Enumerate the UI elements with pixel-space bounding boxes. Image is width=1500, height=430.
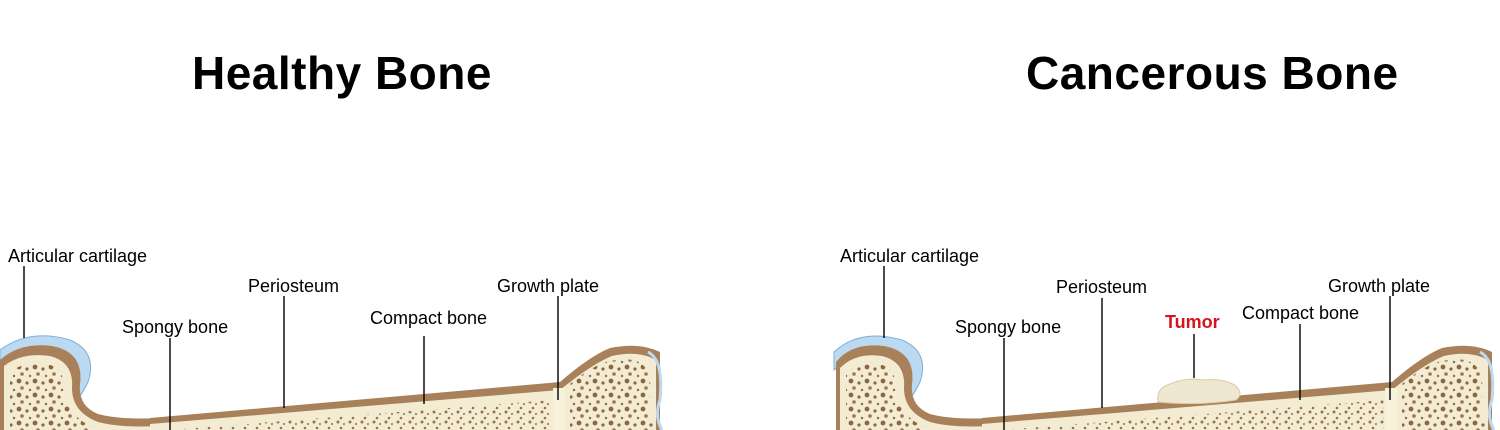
cancer-label-compact-bone: Compact bone	[1242, 303, 1360, 323]
healthy-label-periosteum: Periosteum	[248, 276, 340, 296]
cancer-label-tumor: Tumor	[1165, 312, 1220, 332]
cancerous-bone-title: Cancerous Bone	[1026, 47, 1399, 99]
healthy-label-growth-plate: Growth plate	[497, 276, 600, 296]
cancer-growth-plate	[1385, 388, 1397, 430]
healthy-bone-title: Healthy Bone	[192, 47, 492, 99]
tumor	[1157, 378, 1241, 405]
cancer-label-articular-cartilage: Articular cartilage	[840, 246, 980, 266]
healthy-spongy-bone-layer	[170, 400, 552, 430]
cancer-label-spongy-bone: Spongy bone	[955, 317, 1062, 337]
healthy-label-articular-cartilage: Articular cartilage	[8, 246, 148, 266]
healthy-label-spongy-bone: Spongy bone	[122, 317, 229, 337]
cancer-spongy-bone-layer	[1002, 400, 1384, 430]
healthy-growth-plate	[553, 388, 565, 430]
cancer-label-growth-plate: Growth plate	[1328, 276, 1431, 296]
cancer-label-periosteum: Periosteum	[1056, 277, 1148, 297]
healthy-bone-illustration	[0, 266, 664, 430]
healthy-label-compact-bone: Compact bone	[370, 308, 488, 328]
cancerous-bone-illustration	[833, 266, 1496, 430]
